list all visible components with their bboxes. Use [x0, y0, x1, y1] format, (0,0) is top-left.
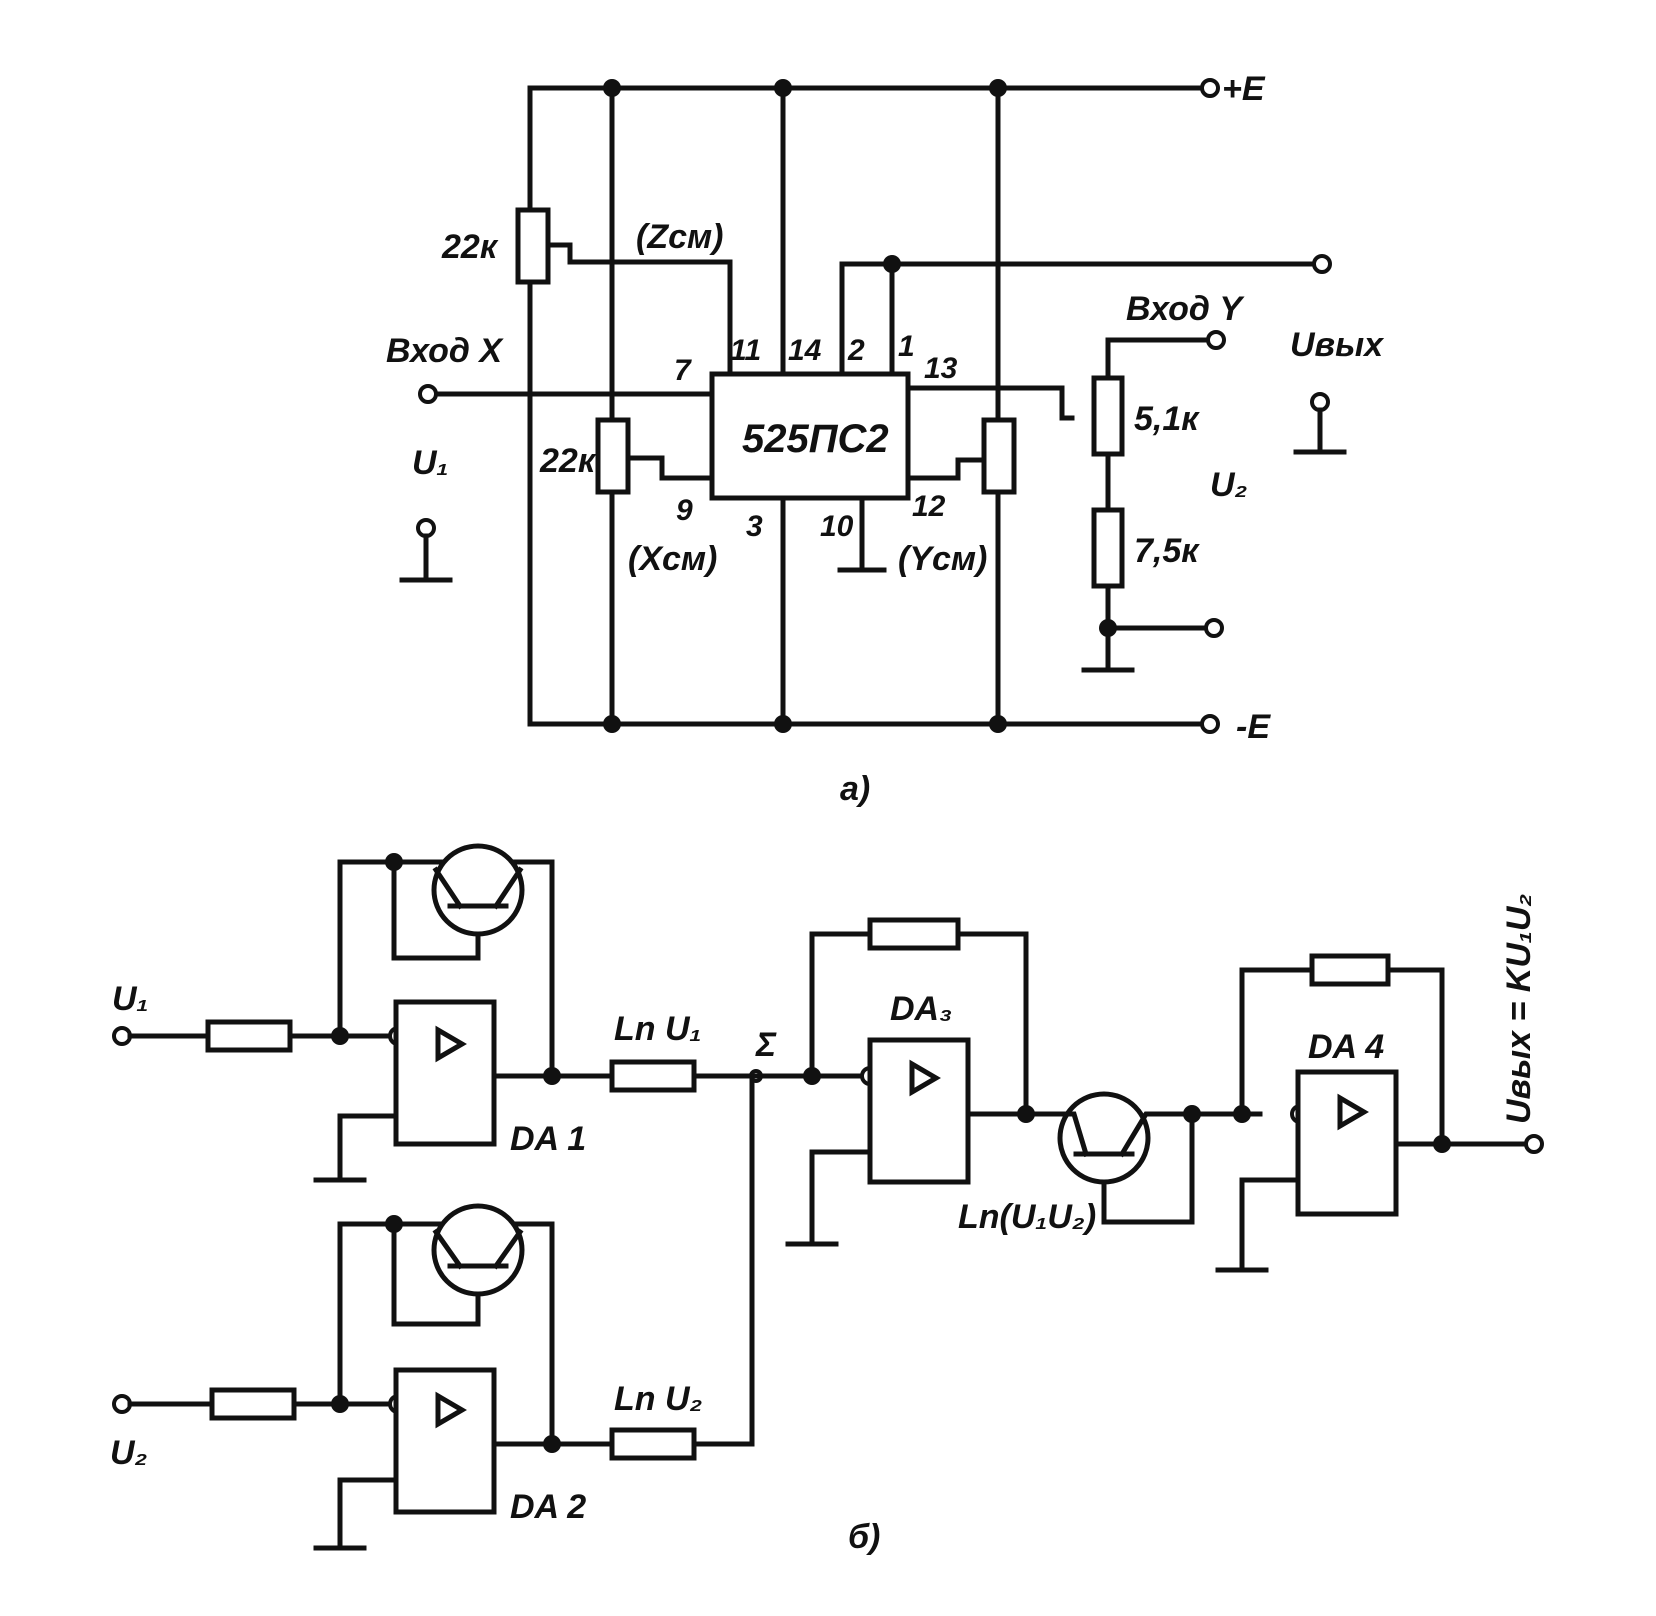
transistor-3-leads — [1055, 1111, 1263, 1225]
z-wiper-wire — [545, 242, 733, 377]
z-pot-value: 22к — [441, 228, 499, 266]
uout-label: Uвых — [1290, 326, 1385, 364]
x-pot-value: 22к — [539, 442, 597, 480]
da2-triangle-icon — [435, 1391, 467, 1429]
opamp-da2 — [393, 1367, 497, 1515]
ln-u1-label: Ln U₁ — [614, 1010, 702, 1048]
z-offset-pot — [515, 207, 551, 285]
transistor-3 — [1057, 1091, 1151, 1185]
ln-u2-label: Ln U₂ — [614, 1380, 703, 1418]
pin-2: 2 — [847, 334, 865, 367]
junction-dot — [774, 715, 792, 733]
u2-terminal — [1204, 618, 1224, 638]
y-offset-pot — [981, 417, 1017, 495]
pin2-pin1-output — [839, 261, 1321, 377]
input-x-terminal — [418, 384, 438, 404]
da4-feedback-wire — [1239, 967, 1445, 1147]
da4-triangle-icon — [1337, 1093, 1369, 1131]
output-terminal-b — [1524, 1134, 1544, 1154]
supply-neg-terminal — [1200, 714, 1220, 734]
junction-dot — [1099, 619, 1117, 637]
r-feedback-da4 — [1309, 953, 1391, 987]
z-offset-label: (Zсм) — [636, 218, 723, 256]
da2-ground — [313, 1477, 399, 1551]
opamp-da3 — [867, 1037, 971, 1185]
r-ln-u2 — [609, 1427, 697, 1461]
r-feedback-da3 — [867, 917, 961, 951]
supply-neg-label: -E — [1236, 708, 1271, 746]
pin-13: 13 — [924, 352, 958, 385]
ln-u1u2-label: Ln(U₁U₂) — [958, 1198, 1096, 1236]
da3-triangle-icon — [909, 1059, 941, 1097]
u2-label: U₂ — [1210, 466, 1248, 504]
uout-ground — [1293, 407, 1347, 455]
junction-dot — [989, 715, 1007, 733]
supply-pos-label: +E — [1222, 70, 1266, 108]
input-y-terminal — [1206, 330, 1226, 350]
pin-11: 11 — [730, 334, 761, 367]
u1-ground — [399, 533, 453, 583]
da3-ground — [785, 1149, 873, 1247]
junction-dot — [883, 255, 901, 273]
input-x-label: Вход X — [386, 332, 504, 370]
opamp-da1 — [393, 999, 497, 1147]
resistor-7k5-value: 7,5к — [1134, 532, 1200, 570]
resistor-5k1-value: 5,1к — [1134, 400, 1200, 438]
junction-dot — [1433, 1135, 1451, 1153]
junction-dot — [1183, 1105, 1201, 1123]
pin-12: 12 — [912, 490, 946, 523]
opamp-da4 — [1295, 1069, 1399, 1217]
y-offset-label: (Yсм) — [898, 540, 987, 578]
da1-triangle-icon — [435, 1025, 467, 1063]
output-label: Uвых = KU₁U₂ — [1500, 894, 1538, 1124]
sigma-label: Σ — [755, 1026, 777, 1064]
junction-dot — [603, 79, 621, 97]
ic-525ps2 — [709, 371, 911, 501]
r-input-1 — [205, 1019, 293, 1053]
output-terminal — [1312, 254, 1332, 274]
ic-label: 525ПС2 — [742, 417, 889, 461]
da4-label: DA 4 — [1308, 1028, 1384, 1066]
da3-label: DA₃ — [890, 990, 952, 1028]
pin-9: 9 — [676, 494, 693, 527]
caption-a: а) — [840, 770, 870, 808]
pin-10: 10 — [820, 510, 854, 543]
junction-dot — [603, 715, 621, 733]
junction-dot — [1017, 1105, 1035, 1123]
pin-7: 7 — [674, 354, 692, 387]
da1-label: DA 1 — [510, 1120, 586, 1158]
transistor-1-leads — [391, 859, 524, 961]
x-offset-label: (Xсм) — [628, 540, 717, 578]
da3-feedback-wire — [809, 931, 1029, 1117]
da4-ground — [1215, 1177, 1301, 1273]
x-wiper-wire — [625, 455, 715, 481]
r-input-2 — [209, 1387, 297, 1421]
junction-dot — [989, 79, 1007, 97]
x-offset-pot — [595, 417, 631, 495]
input-y-label: Вход Y — [1126, 290, 1245, 328]
junction-dot — [774, 79, 792, 97]
pin12-lead — [905, 457, 987, 481]
pin-14: 14 — [788, 334, 822, 367]
u1-input-label: U₁ — [112, 980, 149, 1018]
u1-label: U₁ — [412, 444, 449, 482]
resistor-7k5 — [1091, 507, 1125, 589]
da1-ground — [313, 1113, 399, 1183]
u2-input-label: U₂ — [110, 1434, 148, 1472]
da2-label: DA 2 — [510, 1488, 586, 1526]
caption-b: б) — [848, 1518, 880, 1556]
diagram-a: +E -E 22к (Zсм) 22к (Xсм) 525ПС2 (Yсм) 7… — [386, 70, 1385, 808]
transistor-2-leads — [391, 1221, 524, 1327]
pin-1: 1 — [898, 330, 915, 363]
pin13-lead — [905, 385, 1075, 421]
pin-3: 3 — [746, 510, 763, 543]
diagram-b: U₁ DA 1 Ln U₁ U₂ DA 2 Ln U₂ — [110, 843, 1544, 1556]
resistor-5k1 — [1091, 375, 1125, 457]
input-y-wire — [1105, 337, 1215, 381]
supply-pos-terminal — [1200, 78, 1220, 98]
r-ln-u1 — [609, 1059, 697, 1093]
